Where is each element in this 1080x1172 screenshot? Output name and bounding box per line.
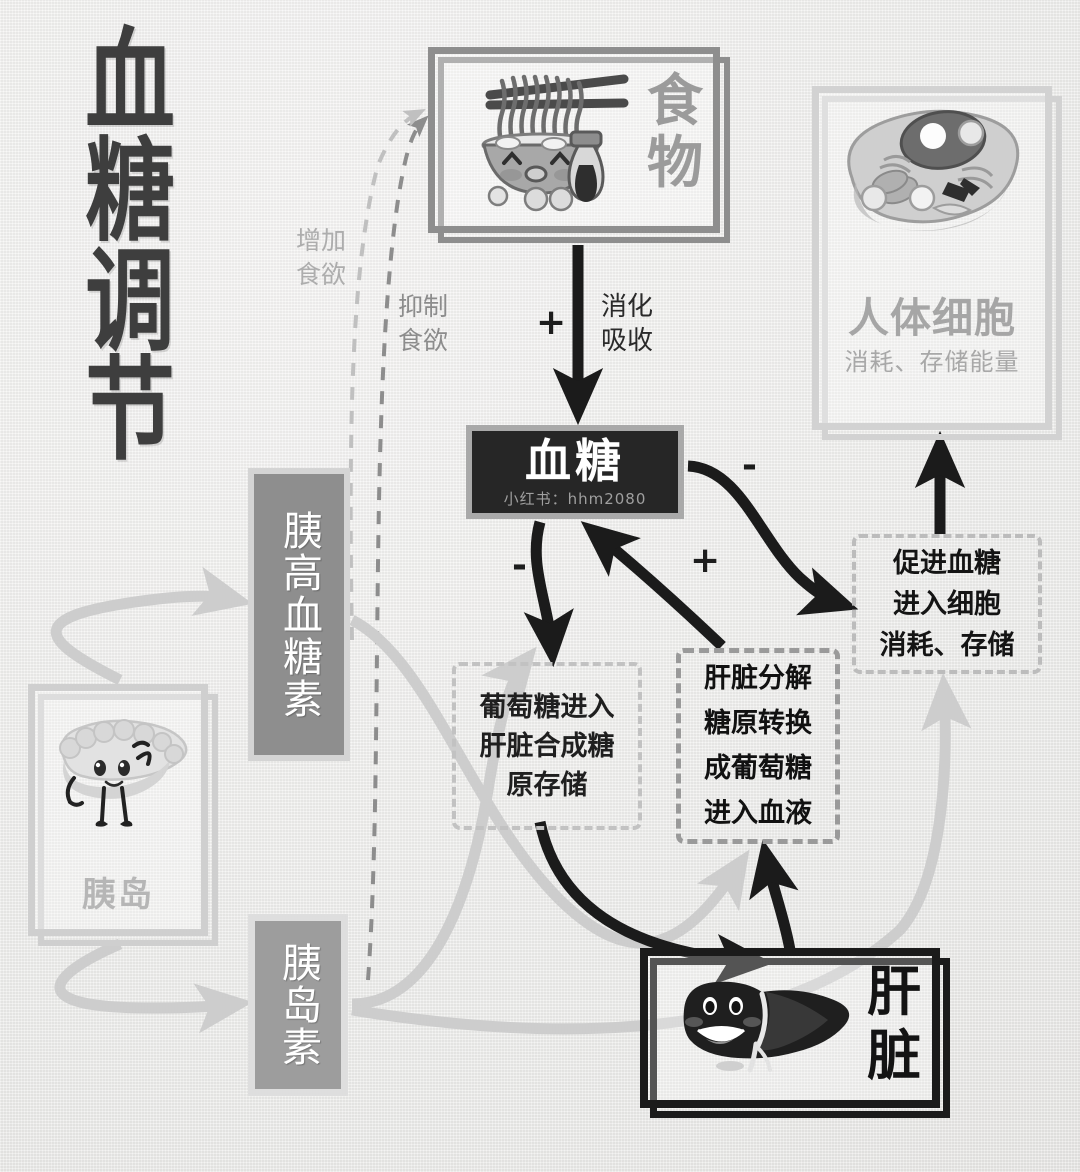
note-breakdown-line-2: 糖原转换 (704, 708, 812, 739)
note-glucose-to-glycogen[interactable]: 葡萄糖进入 肝脏合成糖 原存储 (452, 662, 642, 830)
node-human-cell[interactable]: 人体细胞 消耗、存储能量 (812, 86, 1062, 440)
note-glycogen-line-3: 原存储 (506, 769, 588, 801)
pancreas-frame-shadow (38, 694, 218, 946)
animal-cell-icon (847, 109, 1020, 231)
edge-pancreas-to-insulin (54, 938, 254, 1034)
note-uptake-line-1: 促进血糖 (893, 547, 1001, 579)
liver-frame-shadow (650, 958, 950, 1118)
edge-insulin-suppress-appetite (366, 115, 429, 981)
edge-insulin-to-uptake (351, 672, 972, 1035)
label-increase-appetite-line-1: 增加 (295, 226, 346, 255)
note-uptake-line-3: 消耗、存储 (879, 629, 1015, 661)
pancreas-frame (28, 684, 208, 936)
note-breakdown-line-3: 成葡萄糖 (704, 753, 812, 784)
note-uptake-text: 促进血糖 进入细胞 消耗、存储 (880, 543, 1015, 666)
note-glycogen-line-2: 肝脏合成糖 (479, 730, 615, 762)
label-increase-appetite: 增加 食欲 (286, 224, 356, 292)
node-food[interactable]: 食 物 (428, 47, 730, 243)
liver-character-icon (683, 981, 850, 1073)
title-char-3: 调 (85, 236, 175, 367)
node-liver[interactable]: 肝 脏 (640, 948, 950, 1118)
label-suppress-appetite-line-1: 抑制 (397, 292, 448, 321)
cell-frame-shadow (822, 96, 1062, 440)
cell-inner (812, 86, 1052, 430)
label-increase-appetite-line-2: 食欲 (295, 260, 346, 289)
sign-minus-uptake: - (742, 445, 757, 486)
food-label-char-2: 物 (647, 131, 703, 196)
edge-glucagon-increase-appetite (348, 109, 426, 641)
sign-minus-glycogen: - (512, 545, 527, 586)
liver-label-char-1: 肝 (867, 960, 921, 1023)
node-blood-glucose[interactable]: 血糖 小红书：hhm2080 (466, 425, 684, 519)
label-digestion-absorption: 消化 吸收 (592, 290, 662, 358)
note-glycogen-line-1: 葡萄糖进入 (479, 691, 615, 723)
note-cellular-uptake[interactable]: 促进血糖 进入细胞 消耗、存储 (852, 534, 1042, 674)
edge-bloodsugar-to-uptake (687, 460, 859, 616)
cell-subtitle: 消耗、存储能量 (844, 348, 1020, 376)
node-glucagon[interactable]: 胰高血糖素 (248, 468, 350, 761)
note-breakdown-text: 肝脏分解 糖原转换 成葡萄糖 进入血液 (704, 656, 812, 836)
food-inner (428, 47, 720, 233)
edge-liver-to-breakdown (749, 839, 799, 951)
food-frame-shadow (438, 57, 730, 243)
watermark: 小红书：hhm2080 (503, 489, 647, 508)
food-label: 食 物 (644, 71, 706, 195)
cell-title: 人体细胞 (848, 294, 1016, 342)
blood-glucose-title: 血糖 (525, 433, 625, 488)
label-suppress-appetite-line-2: 食欲 (397, 326, 448, 355)
edge-breakdown-to-bloodsugar (580, 521, 726, 650)
pancreas-label: 胰岛 (82, 875, 154, 915)
title-char-4: 节 (85, 346, 175, 477)
liver-label: 肝 脏 (864, 960, 924, 1088)
edge-pancreas-to-glucagon (50, 566, 253, 685)
page-title: 血 糖 调 节 (60, 17, 200, 477)
note-breakdown-line-4: 进入血液 (704, 798, 812, 829)
liver-label-char-2: 脏 (867, 1024, 921, 1087)
node-insulin[interactable]: 胰岛素 (248, 914, 348, 1096)
node-pancreas-islet[interactable]: 胰岛 (28, 684, 218, 946)
note-breakdown-line-1: 肝脏分解 (704, 663, 812, 694)
sign-plus-digestion: + (536, 302, 567, 343)
noodle-bowl-icon (481, 74, 629, 212)
label-digestion-line-1: 消化 (600, 292, 653, 322)
title-char-2: 糖 (85, 126, 175, 257)
food-frame (428, 47, 720, 233)
pancreas-inner (28, 684, 208, 936)
sign-plus-breakdown: + (690, 540, 721, 581)
glucagon-label: 胰高血糖素 (276, 509, 322, 720)
note-glycogen-breakdown[interactable]: 肝脏分解 糖原转换 成葡萄糖 进入血液 (676, 648, 840, 844)
note-glycogen-text: 葡萄糖进入 肝脏合成糖 原存储 (480, 688, 615, 805)
pancreas-character-icon (59, 719, 188, 827)
label-digestion-line-2: 吸收 (600, 326, 653, 356)
edge-bloodsugar-to-glycogen (523, 520, 574, 668)
title-char-1: 血 (85, 17, 175, 147)
edge-glucagon-to-breakdown (349, 615, 750, 949)
insulin-label: 胰岛素 (275, 942, 321, 1068)
note-uptake-line-2: 进入细胞 (893, 588, 1001, 620)
liver-inner (640, 948, 940, 1108)
label-suppress-appetite: 抑制 食欲 (388, 290, 458, 358)
food-label-char-1: 食 (647, 69, 703, 134)
